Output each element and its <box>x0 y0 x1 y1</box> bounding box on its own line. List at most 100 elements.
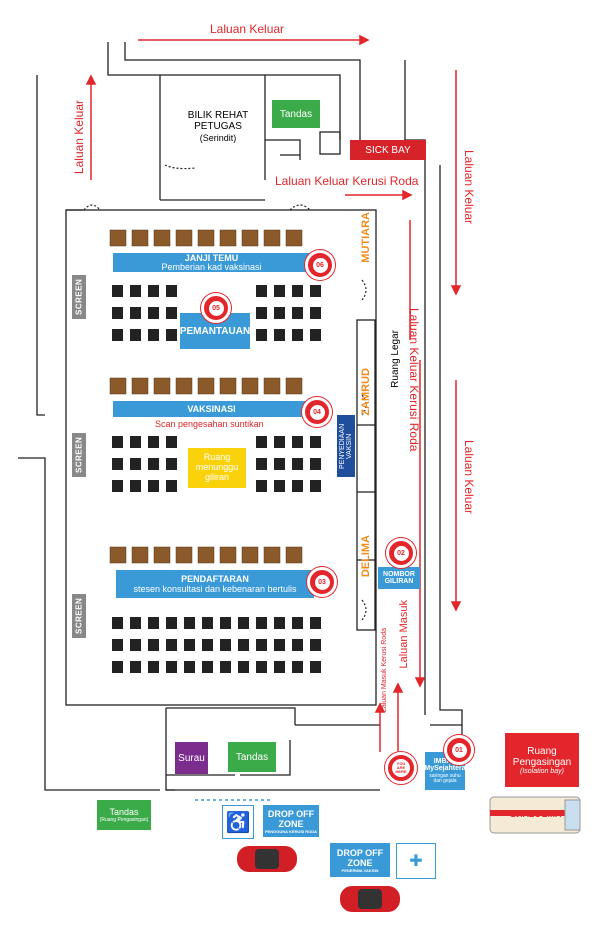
sick-bay: SICK BAY <box>350 140 426 160</box>
chair <box>256 661 267 673</box>
chair <box>292 458 303 470</box>
table <box>197 229 215 247</box>
staff-rest-title: BILIK REHAT PETUGAS <box>187 110 249 132</box>
chair <box>256 329 267 341</box>
chair <box>274 436 285 448</box>
dropoff-vaccine-title: DROP OFF ZONE <box>336 847 384 868</box>
chair <box>112 458 123 470</box>
chair <box>256 639 267 651</box>
exit-route-left: Laluan Keluar <box>72 100 86 175</box>
car-icon <box>237 846 297 872</box>
chair <box>130 617 141 629</box>
toilet-isolation-title: Tandas <box>109 807 139 817</box>
table <box>131 229 149 247</box>
exit-route-top: Laluan Keluar <box>210 22 285 36</box>
chair <box>148 617 159 629</box>
chair <box>256 458 267 470</box>
chair <box>202 639 213 651</box>
chair <box>310 661 321 673</box>
chair <box>310 436 321 448</box>
chair <box>112 285 123 297</box>
chair <box>166 329 177 341</box>
chair <box>166 436 177 448</box>
chair <box>148 307 159 319</box>
chair <box>292 285 303 297</box>
table <box>263 229 281 247</box>
table <box>263 377 281 395</box>
toilet-isolation: Tandas (Ruang Pengasingan) <box>97 800 151 830</box>
chair <box>184 661 195 673</box>
dropoff-wheelchair-sub: PENGGUNA KERUSI RODA <box>264 828 318 834</box>
surau-room: Surau <box>175 742 208 774</box>
chair <box>166 458 177 470</box>
chair <box>112 661 123 673</box>
exit-route-right-upper: Laluan Keluar <box>462 150 477 225</box>
chair <box>112 436 123 448</box>
dropoff-wheelchair: DROP OFF ZONE PENGGUNA KERUSI RODA <box>263 805 319 837</box>
waiting-area: Ruang menunggu giliran <box>188 448 246 488</box>
zone-delima: DELIMA <box>360 535 372 578</box>
table <box>109 377 127 395</box>
chair <box>130 480 141 492</box>
dropoff-vaccine: DROP OFF ZONE PENERIMA VAKSIN <box>330 843 390 877</box>
station-03-title: PENDAFTARAN <box>181 574 249 584</box>
chair <box>130 307 141 319</box>
chair <box>184 639 195 651</box>
zone-zamrud: ZAMRUD <box>360 368 372 416</box>
ambulance-label: AMBULANS <box>510 809 562 819</box>
isolation-sub: (Isolation bay) <box>520 767 564 775</box>
table <box>219 546 237 564</box>
wheelchair-icon: ♿ <box>222 805 254 839</box>
chair <box>166 661 177 673</box>
station-04-vaccination: VAKSINASI <box>113 401 310 417</box>
chair <box>166 480 177 492</box>
chair <box>148 458 159 470</box>
chair <box>274 307 285 319</box>
you-are-here-marker: YOU ARE HERE <box>385 752 417 784</box>
chair <box>292 329 303 341</box>
chair <box>130 661 141 673</box>
station-01-sub: saringan suhu dan gejala <box>429 773 461 784</box>
chair <box>292 480 303 492</box>
chair <box>256 480 267 492</box>
station-03-registration: PENDAFTARAN stesen konsultasi dan kebena… <box>116 570 314 598</box>
table <box>153 229 171 247</box>
table <box>285 546 303 564</box>
zone-mutiara: MUTIARA <box>360 212 372 263</box>
chair <box>274 639 285 651</box>
chair <box>256 617 267 629</box>
table <box>175 546 193 564</box>
chair <box>292 639 303 651</box>
chair <box>166 639 177 651</box>
chair <box>148 329 159 341</box>
table <box>175 229 193 247</box>
table <box>131 546 149 564</box>
car-icon-2 <box>340 886 400 912</box>
entry-route: Laluan Masuk <box>398 600 410 669</box>
station-02-marker: 02 <box>386 538 416 568</box>
station-02-queue: NOMBOR GILIRAN <box>378 567 420 589</box>
chair <box>256 307 267 319</box>
toilet-bottom: Tandas <box>228 742 276 772</box>
chair <box>274 458 285 470</box>
chair <box>112 329 123 341</box>
chair <box>274 617 285 629</box>
chair <box>238 639 249 651</box>
station-04-marker: 04 <box>302 397 332 427</box>
dropoff-wheelchair-title: DROP OFF ZONE <box>267 808 315 829</box>
chair <box>274 285 285 297</box>
chair <box>274 329 285 341</box>
chair <box>148 436 159 448</box>
station-06-sub: Pemberian kad vaksinasi <box>161 261 262 272</box>
chair <box>238 661 249 673</box>
staff-rest-room: BILIK REHAT PETUGAS (Serindit) <box>178 110 258 144</box>
vaccine-prep: PENYEDIAAN VAKSIN <box>337 415 355 477</box>
chair <box>274 661 285 673</box>
chair <box>292 617 303 629</box>
station-06-title: JANJI TEMU <box>184 252 239 263</box>
chair <box>310 285 321 297</box>
lobby-label: Ruang Legar <box>390 330 401 388</box>
exit-route-right-lower: Laluan Keluar <box>462 440 477 515</box>
chair <box>292 661 303 673</box>
wheelchair-entry-route: Laluan Masuk Kerusi Roda <box>381 628 388 713</box>
